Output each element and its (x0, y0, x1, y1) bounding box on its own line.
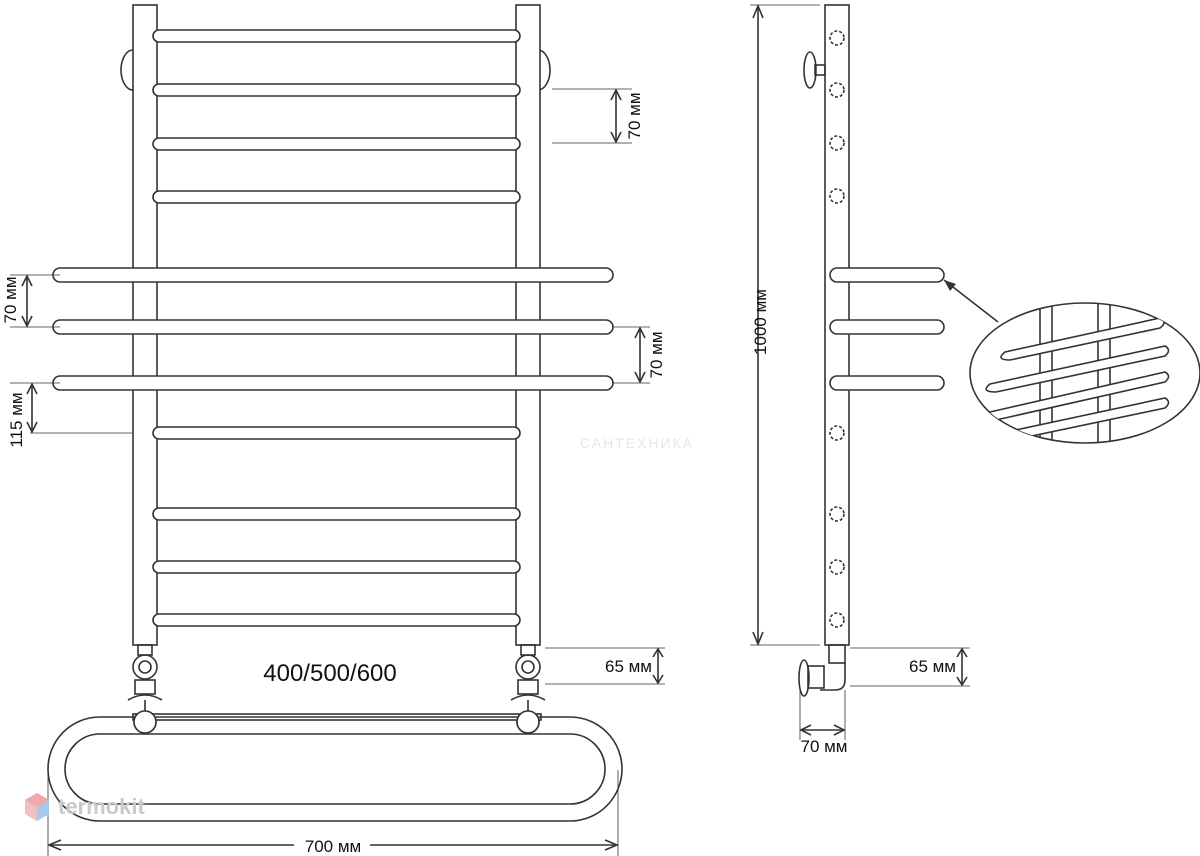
wall-distance-label: 70 мм (800, 737, 847, 756)
width-label: 700 мм (305, 837, 361, 856)
rung (152, 560, 521, 574)
wall-bracket (803, 51, 826, 89)
side-dimensions: 1000 мм 65 мм 70 мм (750, 3, 970, 756)
spacing-top-label: 70 мм (625, 92, 644, 139)
rung (152, 190, 521, 204)
spacing-mid-label: 70 мм (647, 331, 666, 378)
bottom-loop-outer (47, 716, 623, 822)
gap-115-label: 115 мм (7, 392, 26, 447)
side-shelf-bar (829, 375, 945, 391)
detail-circle (969, 302, 1200, 444)
watermark: САНТЕХНИКА (580, 435, 694, 451)
side-valve (798, 644, 846, 697)
upper-rungs (152, 29, 521, 204)
hexagon-logo-icon (25, 793, 49, 821)
width-label-bg (294, 836, 370, 856)
rung (152, 507, 521, 521)
rung (152, 29, 521, 43)
rung (152, 83, 521, 97)
center-distance-label: 400/500/600 (263, 660, 396, 687)
front-view (47, 4, 623, 822)
rung-ends (829, 30, 845, 628)
shelf-bar (52, 319, 614, 335)
front-dimensions: 70 мм 70 мм 70 мм 115 мм 400/500/600 65 … (1, 88, 694, 856)
height-label: 1000 мм (751, 289, 770, 355)
bottom-bar (132, 713, 542, 721)
lower-rungs (152, 426, 521, 627)
side-view (798, 4, 945, 697)
detail-callout (943, 279, 1200, 444)
shelf-bar (52, 375, 614, 391)
spacing-left-label: 70 мм (1, 276, 20, 323)
shelf-bar (52, 267, 614, 283)
brand-name: termokit (58, 794, 145, 819)
rung (152, 613, 521, 627)
side-shelf-bar (829, 267, 945, 283)
offset-side-label: 65 мм (909, 657, 956, 676)
side-shelf-bar (829, 319, 945, 335)
brand-logo: termokit (24, 792, 145, 822)
shelf-bars (52, 267, 614, 391)
offset-front-label: 65 мм (605, 657, 652, 676)
bottom-loop-inner (64, 733, 606, 805)
rung (152, 426, 521, 440)
rung (152, 137, 521, 151)
